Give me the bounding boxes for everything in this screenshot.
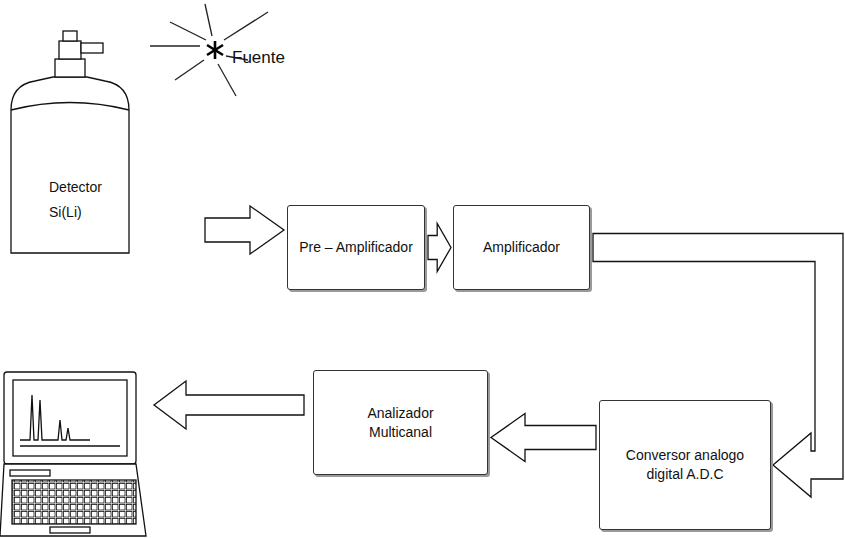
node-text: Pre – Amplificador (299, 238, 413, 257)
laptop (0, 372, 146, 536)
block-arrow (205, 206, 284, 254)
block-arrow (491, 414, 596, 462)
node-text: Analizador Multicanal (351, 404, 451, 442)
node-text: Detector Si(Li) (49, 175, 119, 225)
process-box: Conversor analogo digital A.D.C (599, 400, 771, 530)
process-box: Amplificador (453, 205, 590, 290)
process-box: Pre – Amplificador (287, 205, 425, 290)
node-text: Amplificador (483, 238, 560, 257)
block-arrow (428, 224, 451, 272)
detector-cylinder: Detector Si(Li) (5, 15, 135, 255)
block-arrow (154, 381, 304, 429)
source-label: Fuente (232, 48, 285, 68)
block-arrow (593, 234, 843, 498)
source-star (207, 41, 223, 59)
node-text: Conversor analogo digital A.D.C (606, 446, 764, 484)
process-box: Analizador Multicanal (313, 370, 488, 475)
